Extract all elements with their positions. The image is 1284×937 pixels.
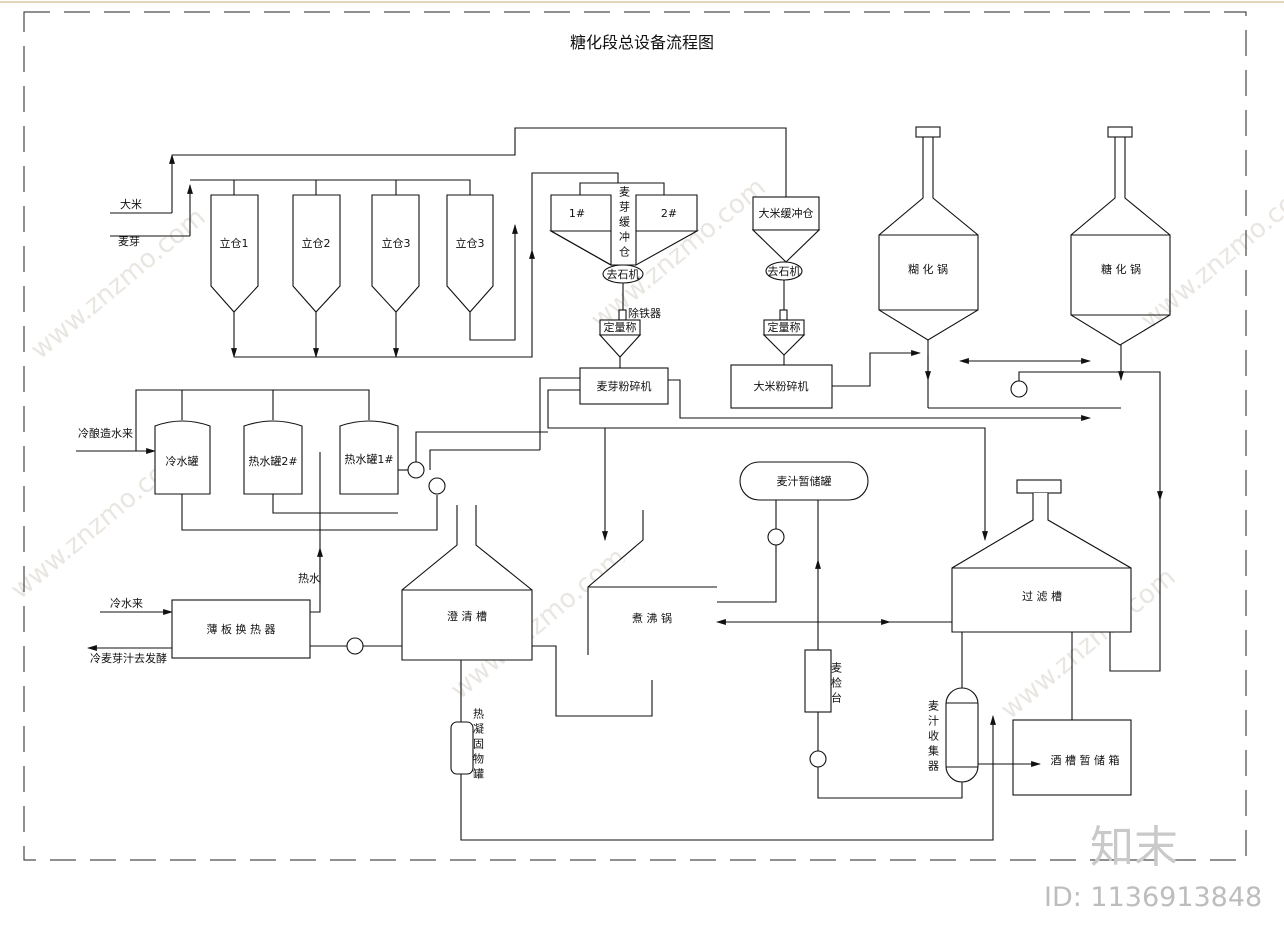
cold-water-tank (154, 420, 211, 495)
rice-mill-label: 大米粉碎机 (754, 379, 809, 393)
hot-water-tank-1-label: 热水罐1# (344, 453, 393, 466)
rice-mill (730, 364, 833, 409)
spent-grain-label: 酒 槽 暂 储 箱 (1051, 753, 1120, 767)
rice-input-label: 大米 (120, 197, 142, 211)
pump-icon (1010, 380, 1028, 398)
silo-1 (210, 194, 259, 313)
cold-water-in-label: 冷酿造水来 (78, 426, 133, 440)
hot-water-tank-2 (243, 420, 303, 495)
silo-4 (446, 194, 494, 313)
cookers: 糊 化 锅 糖 化 锅 (668, 126, 1171, 501)
brand-logo: 知末 (1090, 822, 1178, 873)
mash-tun-label: 糖 化 锅 (1101, 262, 1141, 276)
pump-icon (809, 750, 827, 768)
silo-1-label: 立仓1 (220, 236, 249, 250)
scale-rice-label: 定量称 (768, 320, 801, 334)
silo-2 (292, 194, 341, 313)
image-id: ID: 1136913848 (1044, 882, 1262, 913)
kettle-group: 煮 沸 锅 (587, 500, 952, 655)
lauter-tun-label: 过 滤 槽 (1022, 590, 1062, 603)
malt-mill (579, 367, 669, 405)
grant (804, 649, 832, 713)
cereal-cooker-label: 糊 化 锅 (908, 262, 948, 276)
silo-2-label: 立仓2 (302, 236, 331, 250)
wort-buffer-label: 麦汁暂储罐 (777, 474, 832, 488)
kettle-label: 煮 沸 锅 (632, 612, 672, 625)
hot-water-label: 热水 (298, 572, 320, 585)
pump-icon (767, 528, 785, 546)
silo-3-label: 立仓3 (382, 236, 411, 250)
iron-remover (618, 309, 627, 321)
drawing-border (23, 11, 1247, 861)
heat-exchanger-group: 冷水来 薄 板 换 热 器 冷麦芽汁去发酵 (87, 585, 402, 665)
spent-grain-tank (1012, 719, 1132, 796)
destoner-rice-label: 去石机 (768, 264, 801, 278)
grant-label: 麦检台 (830, 662, 843, 707)
pump-icon (346, 637, 364, 655)
heat-exchanger-label: 薄 板 换 热 器 (207, 622, 276, 636)
wort-buffer-tank (739, 461, 869, 501)
cold-water-label: 冷水来 (110, 597, 143, 610)
plate-heat-exchanger (171, 599, 311, 659)
rice-buffer-label: 大米缓冲仓 (759, 206, 814, 220)
raw-inputs: 大米 麦芽 (110, 154, 193, 248)
water-tanks: 冷酿造水来 冷水罐 热水罐2# 热水罐1# 热水 (76, 389, 548, 585)
watermark-text: www.znzmo.com (1135, 172, 1284, 335)
hot-water-tank-1 (339, 420, 399, 495)
wort-buffer-group: 麦汁暂储罐 麦检台 (739, 461, 963, 799)
malt-mill-label: 麦芽粉碎机 (597, 379, 652, 393)
malt-bin-caption: 麦芽缓冲仓 (618, 186, 631, 261)
wort-collector-label: 麦汁收集器 (927, 700, 940, 775)
rice-line: 大米缓冲仓 去石机 定量称 大米粉碎机 (730, 196, 921, 409)
malt-bin-1-label: 1# (569, 207, 585, 220)
malt-bin-2-label: 2# (661, 207, 677, 220)
rice-buffer-bin (752, 196, 820, 231)
cold-water-tank-label: 冷水罐 (166, 455, 199, 468)
malt-buffer-bins: 1# 2# 麦芽缓冲仓 去石机 除铁器 定量称 麦芽粉碎机 (548, 182, 700, 405)
trub-tank-label: 热凝固物罐 (472, 708, 485, 783)
silo-4-label: 立仓3 (456, 236, 485, 250)
diagram-title: 糖化段总设备流程图 (570, 33, 714, 52)
whirlpool-group: 澄 清 槽 热凝固物罐 (401, 505, 996, 841)
wort-collector (945, 687, 979, 783)
cold-wort-out-label: 冷麦芽汁去发酵 (90, 651, 167, 665)
iron-remover-label: 除铁器 (628, 306, 661, 320)
silo-3 (371, 194, 420, 313)
silos: 立仓1 立仓2 立仓3 立仓3 (210, 172, 619, 358)
scale-malt-label: 定量称 (604, 320, 637, 334)
malt-input-label: 麦芽 (118, 234, 140, 248)
hot-water-tank-2-label: 热水罐2# (248, 455, 297, 468)
pump-icon (428, 477, 446, 495)
trub-tank (450, 721, 474, 775)
watermark-text: www.znzmo.com (25, 202, 211, 365)
whirlpool-label: 澄 清 槽 (447, 609, 487, 623)
destoner-malt-label: 去石机 (607, 267, 640, 281)
mill-distribution (429, 377, 988, 541)
silo-feed-lines (172, 127, 787, 197)
pump-icon (407, 461, 425, 479)
lauter-group: 过 滤 槽 酒 槽 暂 储 箱 麦汁收集器 (927, 479, 1161, 796)
